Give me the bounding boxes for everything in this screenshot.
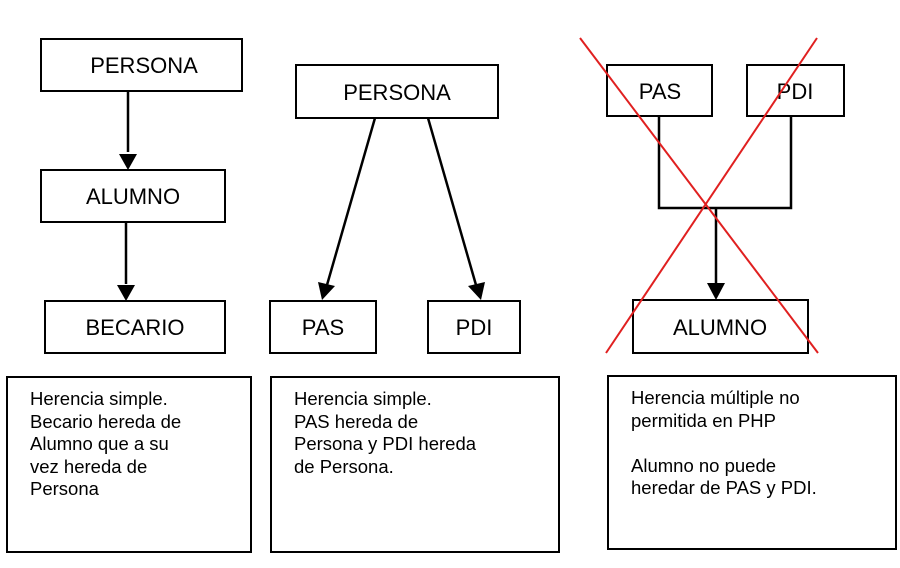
node-persona-label: PERSONA: [90, 53, 198, 78]
diagram-simple-chain: PERSONA ALUMNO BECARIO: [40, 38, 243, 354]
arrowhead-icon: [707, 283, 725, 300]
arrowhead-icon: [119, 154, 137, 170]
arrowhead-icon: [468, 282, 485, 300]
note-line: vez hereda de: [30, 455, 148, 477]
node-persona-box: [295, 64, 499, 119]
diagram-simple-tree: PERSONA PAS PDI: [269, 64, 521, 354]
node-becario-box: [44, 300, 226, 354]
node-alumno-box: [632, 299, 809, 354]
diagram-multiple-forbidden: PAS PDI ALUMNO: [579, 37, 845, 354]
node-pas-box: [269, 300, 377, 354]
note-line: Persona y PDI hereda: [294, 433, 477, 454]
note-line: Herencia simple.: [30, 388, 168, 409]
note-line: Herencia múltiple no: [631, 387, 800, 408]
node-alumno-label: ALUMNO: [673, 315, 767, 340]
node-pas-label: PAS: [639, 79, 681, 104]
note-line: Alumno no puede: [631, 454, 777, 476]
arrowhead-icon: [117, 285, 135, 301]
note-line: Alumno que a su: [30, 433, 169, 454]
node-persona-box: [40, 38, 243, 92]
arrow-persona-to-pas: [325, 117, 377, 286]
note-line: Persona: [30, 478, 99, 499]
node-alumno-box: [40, 169, 226, 223]
arrow-persona-to-pdi: [426, 117, 478, 286]
node-pas-label: PAS: [302, 315, 344, 340]
cross-out-line-2: [605, 37, 818, 354]
note-line: Herencia simple.: [294, 388, 432, 409]
note-line: PAS hereda de: [294, 410, 419, 432]
note-multiple-forbidden: Herencia múltiple no permitida en PHP Al…: [607, 375, 897, 550]
note-spacer: [631, 432, 873, 455]
note-simple-tree: Herencia simple. PAS hereda de Persona y…: [270, 376, 560, 553]
note-line: de Persona.: [294, 455, 394, 477]
node-pdi-label: PDI: [456, 315, 493, 340]
node-alumno-label: ALUMNO: [86, 184, 180, 209]
node-becario-label: BECARIO: [85, 315, 184, 340]
note-line: heredar de PAS y PDI.: [631, 477, 817, 498]
note-simple-chain: Herencia simple. Becario hereda de Alumn…: [6, 376, 252, 553]
arrowhead-icon: [318, 282, 335, 300]
node-persona-label: PERSONA: [343, 80, 451, 105]
node-pdi-box: [427, 300, 521, 354]
note-line: Becario hereda de: [30, 410, 182, 432]
connector-pas-pdi: [657, 116, 793, 210]
node-pdi-label: PDI: [777, 79, 814, 104]
node-pas-box: [606, 64, 713, 117]
node-pdi-box: [746, 64, 845, 117]
note-line: permitida en PHP: [631, 409, 776, 431]
cross-out-line-1: [579, 37, 819, 354]
